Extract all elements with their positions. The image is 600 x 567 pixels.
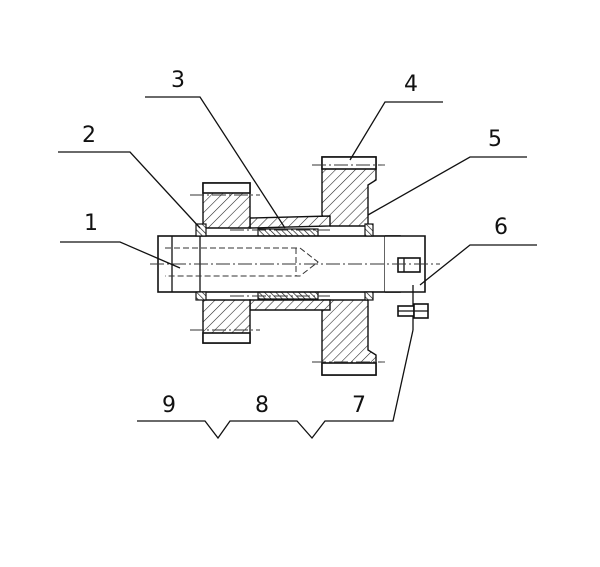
label-9: 9 — [162, 393, 176, 418]
label-7: 7 — [352, 393, 366, 418]
center-lines — [150, 164, 440, 363]
seal-ring-left — [195, 223, 207, 237]
label-8: 8 — [255, 393, 269, 418]
seal-ring-right-lower — [364, 291, 374, 301]
part-labels: 1 2 3 4 5 6 7 8 9 — [82, 68, 508, 418]
label-5: 5 — [488, 127, 502, 152]
seal-ring-right — [364, 223, 374, 237]
hub-body-lower — [202, 299, 377, 376]
label-1: 1 — [84, 211, 98, 236]
seal-ring-left-lower — [195, 291, 207, 301]
label-6: 6 — [494, 215, 508, 240]
label-2: 2 — [82, 123, 96, 148]
label-4: 4 — [404, 72, 418, 97]
hub-body-upper — [202, 156, 377, 229]
lock-plate-assembly — [397, 285, 429, 330]
leader-lines — [58, 96, 537, 440]
label-3: 3 — [171, 68, 185, 93]
